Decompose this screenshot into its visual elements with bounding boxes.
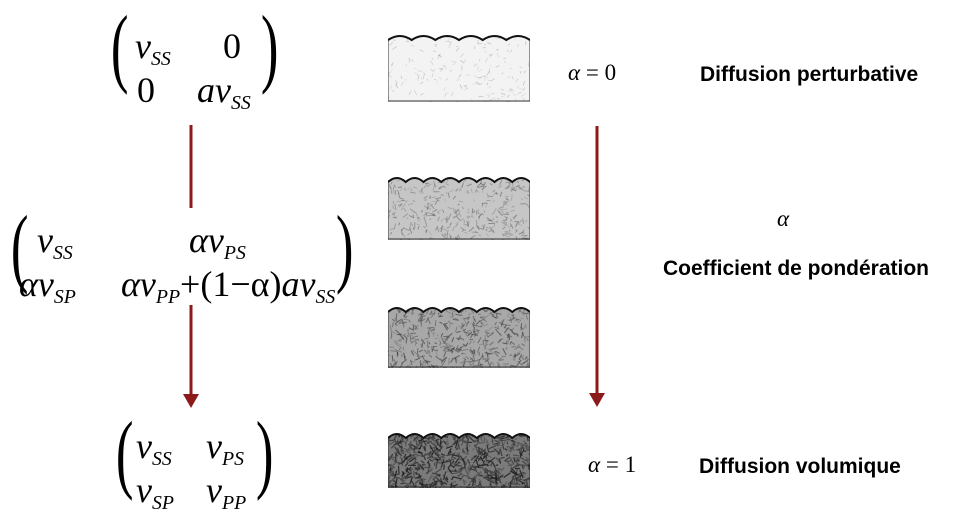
left-arrow (183, 305, 199, 408)
surface-sample-medium (388, 302, 530, 368)
label-diffusion-perturbative: Diffusion perturbative (700, 63, 918, 87)
surface-sample-volume (388, 428, 530, 488)
surface-sample-smooth (388, 30, 530, 102)
alpha-one-equation: α = 1 (588, 452, 636, 478)
label-coefficient-ponderation: Coefficient de pondération (663, 257, 929, 281)
right-arrow (589, 126, 605, 407)
alpha-zero-equation: α = 0 (568, 60, 616, 86)
label-diffusion-volumique: Diffusion volumique (699, 455, 901, 479)
surface-sample-light (388, 172, 530, 240)
alpha-symbol: α (777, 206, 789, 232)
